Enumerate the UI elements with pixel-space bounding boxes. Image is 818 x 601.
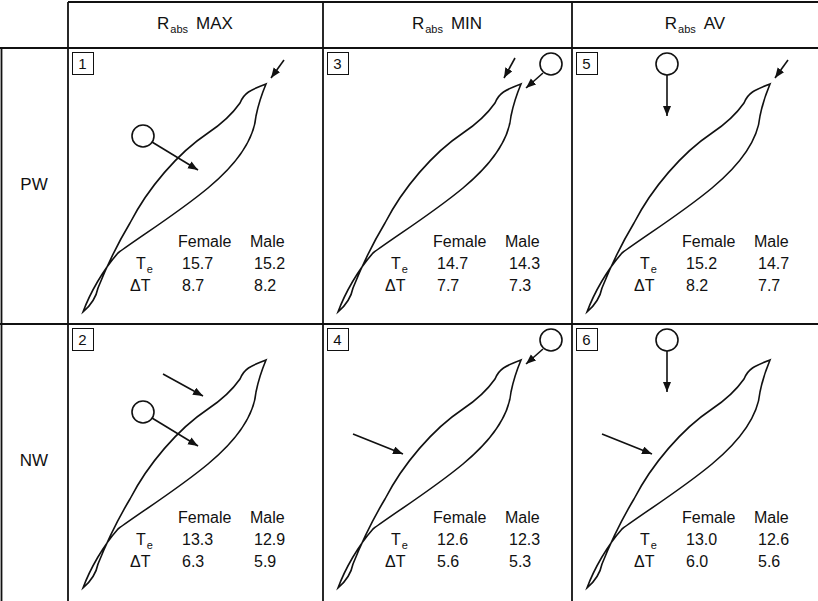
variable-name: e: [402, 540, 408, 551]
lizard-figure: [338, 329, 562, 588]
variable-name: ΔT: [130, 554, 150, 570]
value-cell: 15.2: [686, 256, 717, 272]
panel-cell: Female MaleTe 12.6 12.3ΔT 5.6 5.3 4: [323, 324, 572, 601]
column-header: R: [412, 15, 424, 32]
value-cell: 5.9: [254, 554, 276, 570]
panel-number: 6: [582, 332, 590, 347]
panel-number: 1: [78, 56, 86, 71]
value-cell: 7.7: [437, 278, 459, 294]
column-heading: Female: [433, 510, 486, 526]
variable-name: ΔT: [385, 278, 405, 294]
variable-name: T: [136, 256, 146, 272]
value-cell: 6.3: [182, 554, 204, 570]
panel-cell: Female MaleTe 13.0 12.6ΔT 6.0 5.6 6: [572, 324, 818, 601]
value-cell: 7.7: [758, 278, 780, 294]
column-header: MIN: [451, 15, 482, 32]
value-cell: 12.3: [509, 532, 540, 548]
column-heading: Female: [178, 234, 231, 250]
value-cell: 14.7: [758, 256, 789, 272]
value-cell: 14.3: [509, 256, 540, 272]
column-heading: Male: [505, 510, 540, 526]
column-heading: Female: [433, 234, 486, 250]
panel-number-box: 1: [72, 52, 94, 75]
value-cell: 5.6: [758, 554, 780, 570]
column-heading: Female: [682, 510, 735, 526]
panel-number: 5: [582, 56, 590, 71]
lizard-figure: [83, 360, 266, 588]
value-cell: 5.6: [437, 554, 459, 570]
panel-number-box: 5: [576, 52, 598, 75]
lizard-figure: [83, 60, 284, 312]
value-cell: 6.0: [686, 554, 708, 570]
column-heading: Male: [250, 510, 285, 526]
variable-name: ΔT: [130, 278, 150, 294]
value-cell: 5.3: [509, 554, 531, 570]
variable-name: e: [147, 264, 153, 275]
row-header: PW: [20, 176, 47, 193]
column-header: abs: [678, 24, 696, 35]
value-cell: 12.6: [758, 532, 789, 548]
panel-cell: Female MaleTe 15.2 14.7ΔT 8.2 7.7 5: [572, 48, 818, 324]
variable-name: ΔT: [634, 278, 654, 294]
variable-name: e: [651, 264, 657, 275]
column-heading: Male: [250, 234, 285, 250]
variable-name: T: [640, 256, 650, 272]
value-cell: 8.2: [254, 278, 276, 294]
value-cell: 12.6: [437, 532, 468, 548]
panel-number-box: 2: [72, 328, 94, 351]
panel-number-box: 6: [576, 328, 598, 351]
panel-cell: Female MaleTe 15.7 15.2ΔT 8.7 8.2 1: [68, 48, 323, 324]
lizard-figure: [587, 53, 788, 312]
variable-name: T: [640, 532, 650, 548]
variable-name: T: [391, 532, 401, 548]
column-header: abs: [170, 24, 188, 35]
panel-number: 3: [333, 56, 341, 71]
column-header: R: [157, 15, 169, 32]
column-header: abs: [425, 24, 443, 35]
column-heading: Male: [754, 234, 789, 250]
value-cell: 13.3: [182, 532, 213, 548]
value-cell: 15.2: [254, 256, 285, 272]
panel-number: 4: [333, 332, 341, 347]
panel-cell: Female MaleTe 13.3 12.9ΔT 6.3 5.9 2: [68, 324, 323, 601]
value-cell: 15.7: [182, 256, 213, 272]
variable-name: ΔT: [634, 554, 654, 570]
variable-name: e: [651, 540, 657, 551]
value-cell: 14.7: [437, 256, 468, 272]
column-heading: Male: [754, 510, 789, 526]
variable-name: ΔT: [385, 554, 405, 570]
lizard-figure: [587, 329, 770, 588]
panel-number-box: 3: [327, 52, 349, 75]
variable-name: e: [402, 264, 408, 275]
value-cell: 8.7: [182, 278, 204, 294]
lizard-figure: [338, 53, 562, 312]
value-cell: 13.0: [686, 532, 717, 548]
variable-name: T: [136, 532, 146, 548]
panel-cell: Female MaleTe 14.7 14.3ΔT 7.7 7.3 3: [323, 48, 572, 324]
column-heading: Female: [682, 234, 735, 250]
variable-name: T: [391, 256, 401, 272]
column-header: R: [665, 15, 677, 32]
column-header: AV: [704, 15, 725, 32]
panel-number: 2: [78, 332, 86, 347]
value-cell: 8.2: [686, 278, 708, 294]
column-heading: Male: [505, 234, 540, 250]
column-header: MAX: [196, 15, 233, 32]
value-cell: 7.3: [509, 278, 531, 294]
panel-number-box: 4: [327, 328, 349, 351]
row-header: NW: [20, 452, 48, 469]
value-cell: 12.9: [254, 532, 285, 548]
column-heading: Female: [178, 510, 231, 526]
variable-name: e: [147, 540, 153, 551]
